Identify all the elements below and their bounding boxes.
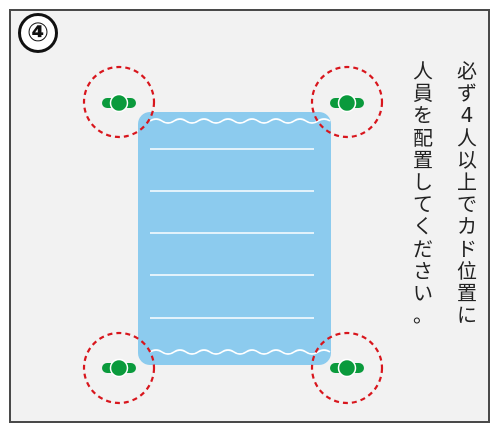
tarp-top-wavy-edge [149,118,331,124]
dashed-circle-icon [310,331,384,405]
dashed-circle-icon [82,331,156,405]
instruction-char: を [413,103,433,128]
instruction-char: 置 [413,147,433,172]
step-number-badge: ④ [18,13,58,53]
corner-marker-top-left [82,65,156,139]
corner-marker-bottom-right [310,331,384,405]
tarp-body [138,112,331,365]
instruction-char: い [413,280,433,305]
instruction-char: ず [457,81,477,106]
instruction-line-2: 人員を配置してください。 [404,60,442,410]
instruction-char: て [413,192,433,217]
instruction-char: 員 [413,81,433,106]
instruction-char: 人 [457,125,477,150]
instruction-char: カ [457,214,477,239]
instruction-char: 人 [413,59,433,83]
dashed-circle-icon [82,65,156,139]
dashed-circle-icon [310,65,384,139]
instruction-char: さ [413,258,433,283]
instruction-char: 必 [457,59,477,83]
instruction-char: 位 [457,258,477,283]
corner-marker-top-right [310,65,384,139]
instruction-char: く [413,214,433,239]
instruction-char: 上 [457,169,477,194]
instruction-char: に [457,303,477,328]
person-top-view-icon [102,358,136,378]
instruction-char: で [457,192,477,217]
tarp-bottom-wavy-edge [149,349,331,355]
step-number: ④ [26,18,49,48]
person-top-view-icon [330,358,364,378]
instruction-char: 置 [457,280,477,305]
person-top-view-icon [330,93,364,113]
instruction-char: 以 [457,147,477,172]
corner-marker-bottom-left [82,331,156,405]
instruction-char: 4 [460,103,474,128]
instruction-char: 。 [413,303,433,328]
instruction-char: ド [457,236,477,261]
person-top-view-icon [102,93,136,113]
instruction-char: 配 [413,125,433,150]
instruction-char: だ [413,236,433,261]
tarp [138,112,331,365]
instruction-char: し [413,169,433,194]
